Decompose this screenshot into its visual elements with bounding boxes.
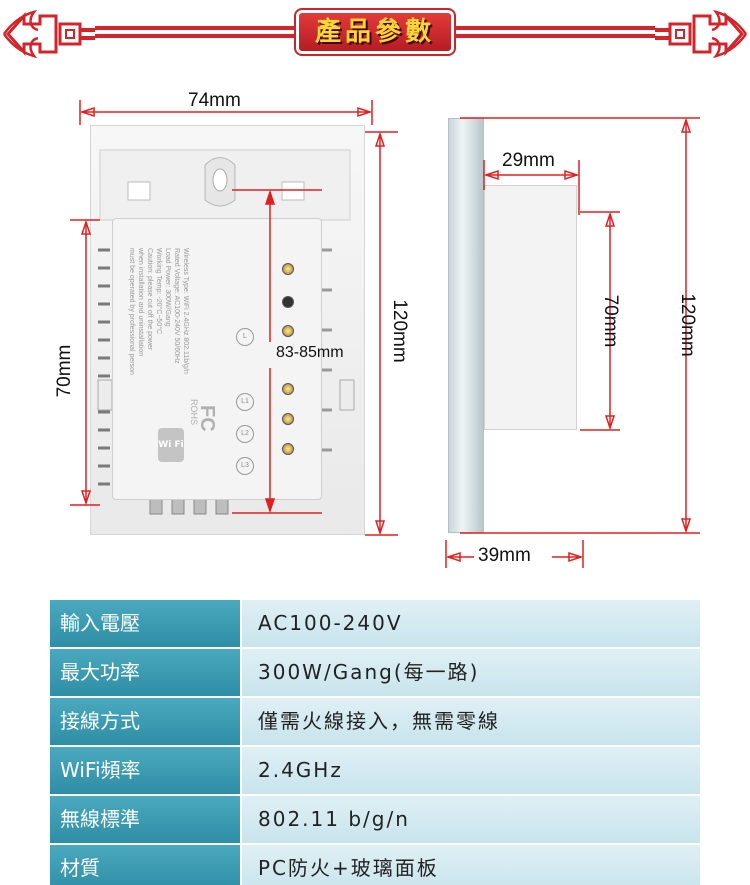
table-row: 材質 PC防火+玻璃面板 bbox=[50, 845, 700, 885]
spec-key: WiFi頻率 bbox=[50, 747, 240, 794]
wifi-logo: Wi Fi bbox=[158, 428, 184, 462]
terminal-label-l1: L1 bbox=[236, 393, 254, 411]
spec-table: 輸入電壓 AC100-240V 最大功率 300W/Gang(每一路) 接線方式… bbox=[50, 600, 700, 885]
terminal-label-l2: L2 bbox=[236, 425, 254, 443]
side-view-panel bbox=[448, 118, 484, 533]
ornament-left-icon bbox=[2, 9, 95, 59]
dim-front-height: 120mm bbox=[389, 299, 410, 363]
spec-value: 僅需火線接入，無需零線 bbox=[242, 698, 700, 745]
spec-key: 材質 bbox=[50, 845, 240, 885]
terminal-screw bbox=[282, 443, 294, 455]
terminal-label-l: L bbox=[236, 328, 254, 346]
ornament-right-icon bbox=[655, 9, 748, 59]
spec-value: 300W/Gang(每一路) bbox=[242, 649, 700, 696]
dim-side-depth-bottom: 39mm bbox=[478, 545, 531, 566]
table-row: 最大功率 300W/Gang(每一路) bbox=[50, 649, 700, 696]
spec-key: 接線方式 bbox=[50, 698, 240, 745]
dim-front-width: 74mm bbox=[188, 90, 241, 111]
spec-key: 最大功率 bbox=[50, 649, 240, 696]
spec-value: AC100-240V bbox=[242, 600, 700, 647]
table-row: 接線方式 僅需火線接入，無需零線 bbox=[50, 698, 700, 745]
spec-value: PC防火+玻璃面板 bbox=[242, 845, 700, 885]
spec-value: 2.4GHz bbox=[242, 747, 700, 794]
dim-side-body-height: 70mm bbox=[600, 294, 621, 348]
dim-terminal-span: 83-85mm bbox=[276, 344, 344, 361]
terminal-screw bbox=[282, 413, 294, 425]
terminal-label-l3: L3 bbox=[236, 457, 254, 475]
terminal-screw bbox=[282, 296, 294, 308]
spec-value: 802.11 b/g/n bbox=[242, 796, 700, 843]
terminal-screw bbox=[282, 383, 294, 395]
table-row: 無線標準 802.11 b/g/n bbox=[50, 796, 700, 843]
table-row: WiFi頻率 2.4GHz bbox=[50, 747, 700, 794]
page-title: 產品參數 bbox=[294, 8, 456, 56]
spec-key: 無線標準 bbox=[50, 796, 240, 843]
dim-side-depth-top: 29mm bbox=[502, 150, 555, 171]
dim-side-total-height: 120mm bbox=[677, 293, 698, 357]
header-banner: 產品參數 bbox=[0, 0, 750, 70]
terminal-screw bbox=[282, 263, 294, 275]
spec-key: 輸入電壓 bbox=[50, 600, 240, 647]
terminal-screw bbox=[282, 325, 294, 337]
dimension-lines-icon bbox=[70, 100, 700, 568]
dim-module-height: 70mm bbox=[54, 344, 75, 398]
table-row: 輸入電壓 AC100-240V bbox=[50, 600, 700, 647]
side-view-body bbox=[484, 185, 577, 430]
